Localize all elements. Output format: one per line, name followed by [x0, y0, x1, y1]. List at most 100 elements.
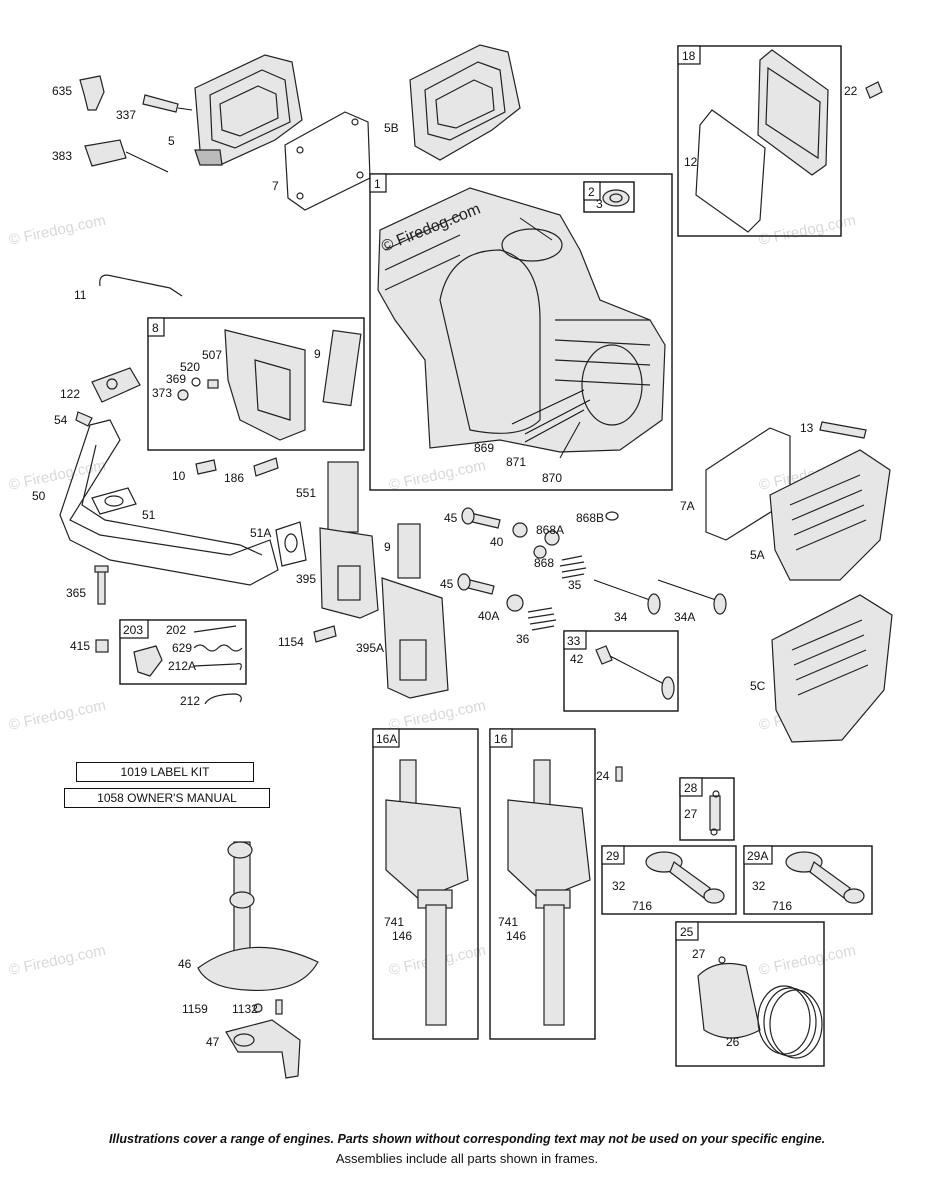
breather-tube-11 — [99, 274, 183, 297]
callout-27-pin: 27 — [684, 807, 698, 821]
exhaust-valve-42 — [595, 645, 675, 700]
callout-1154: 1154 — [278, 635, 304, 649]
spacer-122 — [91, 367, 141, 403]
frame-29a — [743, 845, 873, 915]
seal-40a — [506, 594, 524, 612]
frame-16 — [489, 728, 596, 1040]
screw-22 — [865, 81, 883, 99]
callout-415: 415 — [70, 639, 90, 653]
breather-plate-395a — [381, 577, 449, 699]
callout-551: 551 — [296, 486, 316, 500]
callout-1159: 1159 — [182, 1002, 208, 1016]
gasket-51a — [275, 521, 307, 567]
callout-741-a: 741 — [384, 915, 404, 929]
valve-spring-36 — [527, 607, 557, 631]
callout-212a: 212A — [168, 659, 196, 673]
callout-46: 46 — [178, 957, 192, 971]
frame-tag-29a — [743, 845, 773, 865]
watermark: © Firedog.com — [387, 457, 487, 494]
callout-47: 47 — [206, 1035, 220, 1049]
key-24 — [615, 766, 623, 782]
callout-45-upper: 45 — [444, 511, 458, 525]
piston-25 — [697, 956, 761, 1039]
callout-10: 10 — [172, 469, 186, 483]
callout-18: 18 — [682, 49, 696, 63]
owners-manual-box: 1058 OWNER'S MANUAL — [64, 788, 270, 808]
crankshaft-16a — [385, 759, 469, 1026]
callout-9-upper: 9 — [314, 347, 321, 361]
cylinder-block — [377, 187, 666, 453]
footer-disclaimer: Illustrations cover a range of engines. … — [108, 1132, 826, 1146]
callout-1132: 1132 — [232, 1002, 258, 1016]
callout-869: 869 — [474, 441, 494, 455]
watermark: © Firedog.com — [7, 942, 107, 979]
callout-395a: 395A — [356, 641, 384, 655]
callout-870: 870 — [542, 471, 562, 485]
callout-51: 51 — [142, 508, 156, 522]
callout-45-lower: 45 — [440, 577, 454, 591]
head-gasket-7 — [284, 111, 371, 211]
screw-186 — [253, 457, 279, 477]
frame-tag-33 — [563, 630, 587, 650]
watermark: © Firedog.com — [757, 942, 857, 979]
bolt-365 — [94, 565, 109, 605]
callout-520: 520 — [180, 360, 200, 374]
callout-369: 369 — [166, 372, 186, 386]
cylinder-head-5 — [194, 54, 303, 166]
spark-plug-337 — [142, 94, 193, 113]
callout-212: 212 — [180, 694, 200, 708]
frame-tag-28 — [679, 777, 703, 797]
callout-16a: 16A — [376, 732, 397, 746]
callout-34a: 34A — [674, 610, 695, 624]
callout-868a: 868A — [536, 523, 564, 537]
frame-tag-18 — [677, 45, 701, 65]
callout-28: 28 — [684, 781, 698, 795]
callout-507: 507 — [202, 348, 222, 362]
callout-5a: 5A — [750, 548, 765, 562]
bolt-13 — [819, 421, 867, 439]
footer-assemblies-note: Assemblies include all parts shown in fr… — [335, 1151, 599, 1166]
label-kit-box: 1019 LABEL KIT — [76, 762, 254, 782]
governor-bracket-47 — [225, 1019, 301, 1079]
callout-8: 8 — [152, 321, 159, 335]
spring-212 — [204, 693, 242, 705]
callout-22: 22 — [844, 84, 858, 98]
callout-16: 16 — [494, 732, 508, 746]
callout-40: 40 — [490, 535, 504, 549]
callout-741-b: 741 — [498, 915, 518, 929]
valve-tappet-45b — [457, 573, 495, 595]
retainer-868b — [605, 511, 619, 521]
spark-plug-wrench-383 — [84, 139, 169, 173]
callout-868b: 868B — [576, 511, 604, 525]
callout-868: 868 — [534, 556, 554, 570]
frame-18 — [677, 45, 842, 237]
valve-cover-gasket-12 — [695, 109, 766, 233]
callout-36: 36 — [516, 632, 530, 646]
callout-7: 7 — [272, 179, 279, 193]
screw-1132 — [275, 999, 283, 1015]
callout-3: 3 — [596, 197, 603, 211]
callout-1: 1 — [374, 177, 381, 191]
callout-40a: 40A — [478, 609, 499, 623]
cylinder-head-5b — [409, 44, 521, 161]
gasket-51 — [91, 487, 137, 515]
plug-415 — [95, 639, 109, 653]
callout-186: 186 — [224, 471, 244, 485]
callout-383: 383 — [52, 149, 72, 163]
connecting-rod-29a — [785, 851, 865, 904]
screw-54 — [75, 411, 93, 427]
valve-tappet-45 — [461, 507, 501, 529]
callout-146-a: 146 — [392, 929, 412, 943]
callout-54: 54 — [54, 413, 68, 427]
frame-203 — [119, 619, 247, 685]
callout-395: 395 — [296, 572, 316, 586]
governor-spring-assembly — [133, 625, 243, 677]
seal-40 — [512, 522, 528, 538]
washer-1159 — [253, 1003, 263, 1013]
callout-26: 26 — [726, 1035, 740, 1049]
callout-871: 871 — [506, 455, 526, 469]
frame-tag-8 — [147, 317, 165, 337]
callout-9-lower: 9 — [384, 540, 391, 554]
callout-2: 2 — [588, 185, 595, 199]
frame-29 — [601, 845, 737, 915]
